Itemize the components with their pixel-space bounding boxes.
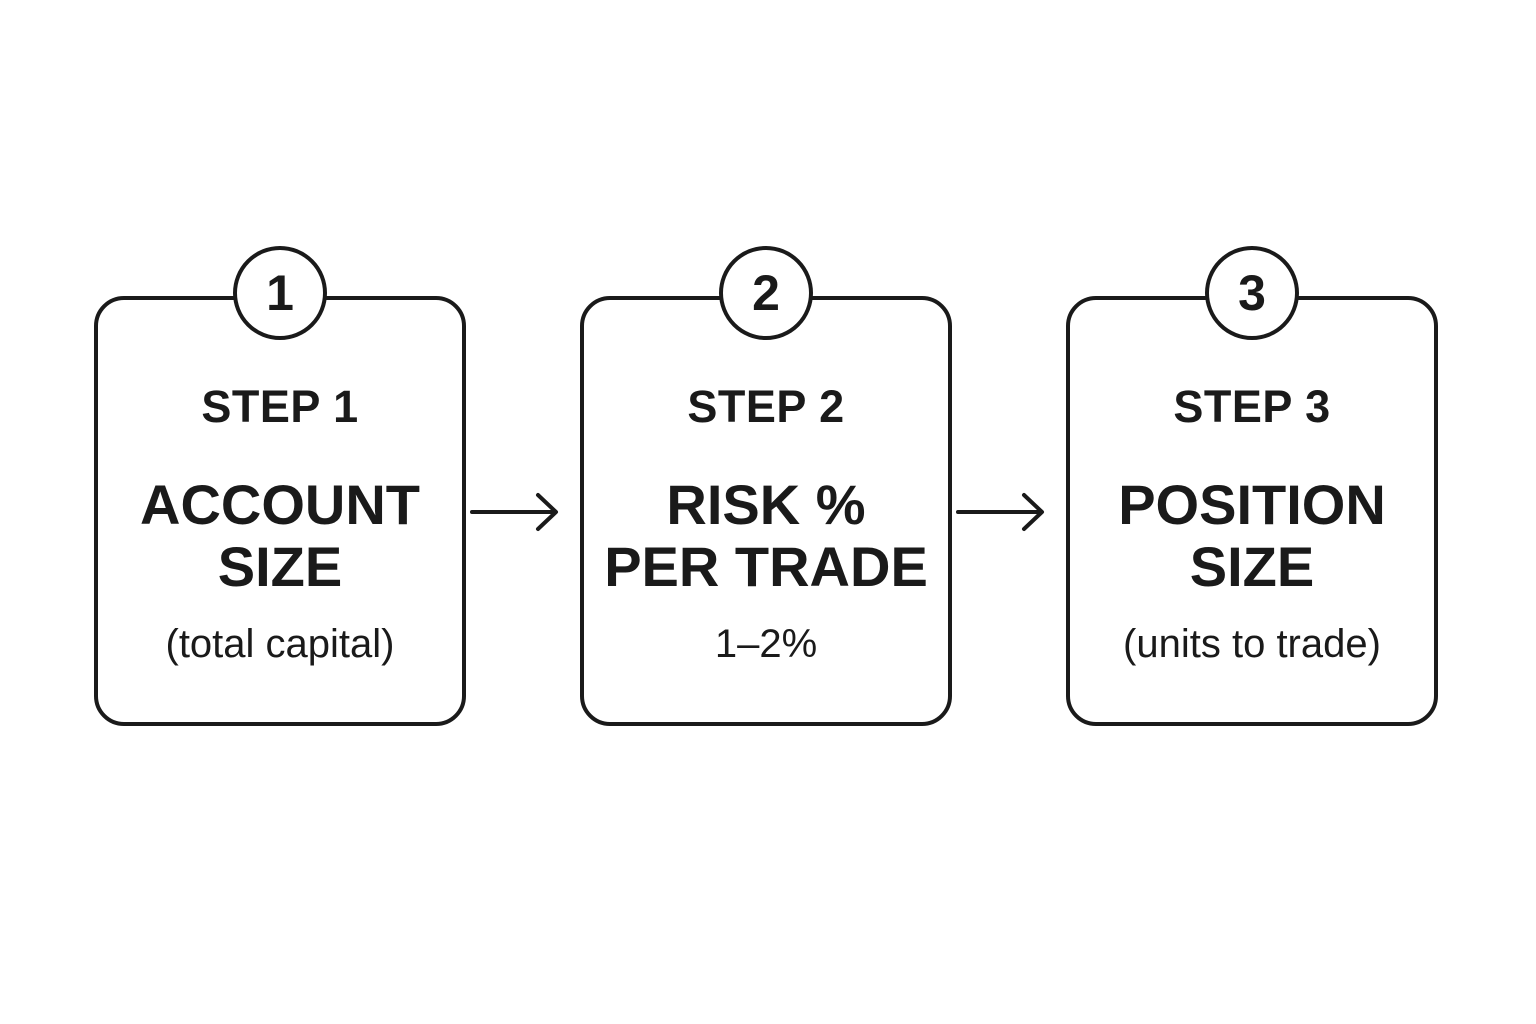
- step-card-risk-per-trade: 2 STEP 2 RISK % PER TRADE 1–2%: [580, 246, 952, 726]
- step-note: 1–2%: [714, 622, 818, 666]
- step-title-line: SIZE: [217, 535, 343, 598]
- step-number-badge: 2: [719, 246, 813, 340]
- step-title: POSITION SIZE: [1070, 474, 1434, 598]
- step-number-badge: 3: [1205, 246, 1299, 340]
- step-label: STEP 1: [201, 381, 359, 432]
- step-title-line: SIZE: [1189, 535, 1315, 598]
- arrow-right-icon: [470, 493, 558, 531]
- step-title: RISK % PER TRADE: [584, 474, 948, 598]
- step-label: STEP 2: [687, 381, 845, 432]
- step-label: STEP 3: [1173, 381, 1331, 432]
- step-card-position-size: 3 STEP 3 POSITION SIZE (units to trade): [1066, 246, 1438, 726]
- step-note: (total capital): [165, 622, 395, 666]
- step-title-line: POSITION: [1118, 473, 1386, 536]
- step-card-account-size: 1 STEP 1 ACCOUNT SIZE (total capital): [94, 246, 466, 726]
- step-note: (units to trade): [1123, 622, 1381, 666]
- step-title: ACCOUNT SIZE: [98, 474, 462, 598]
- step-number-badge: 1: [233, 246, 327, 340]
- arrow-right-icon: [956, 493, 1044, 531]
- step-title-line: PER TRADE: [604, 535, 928, 598]
- step-title-line: RISK %: [666, 473, 866, 536]
- step-title-line: ACCOUNT: [140, 473, 420, 536]
